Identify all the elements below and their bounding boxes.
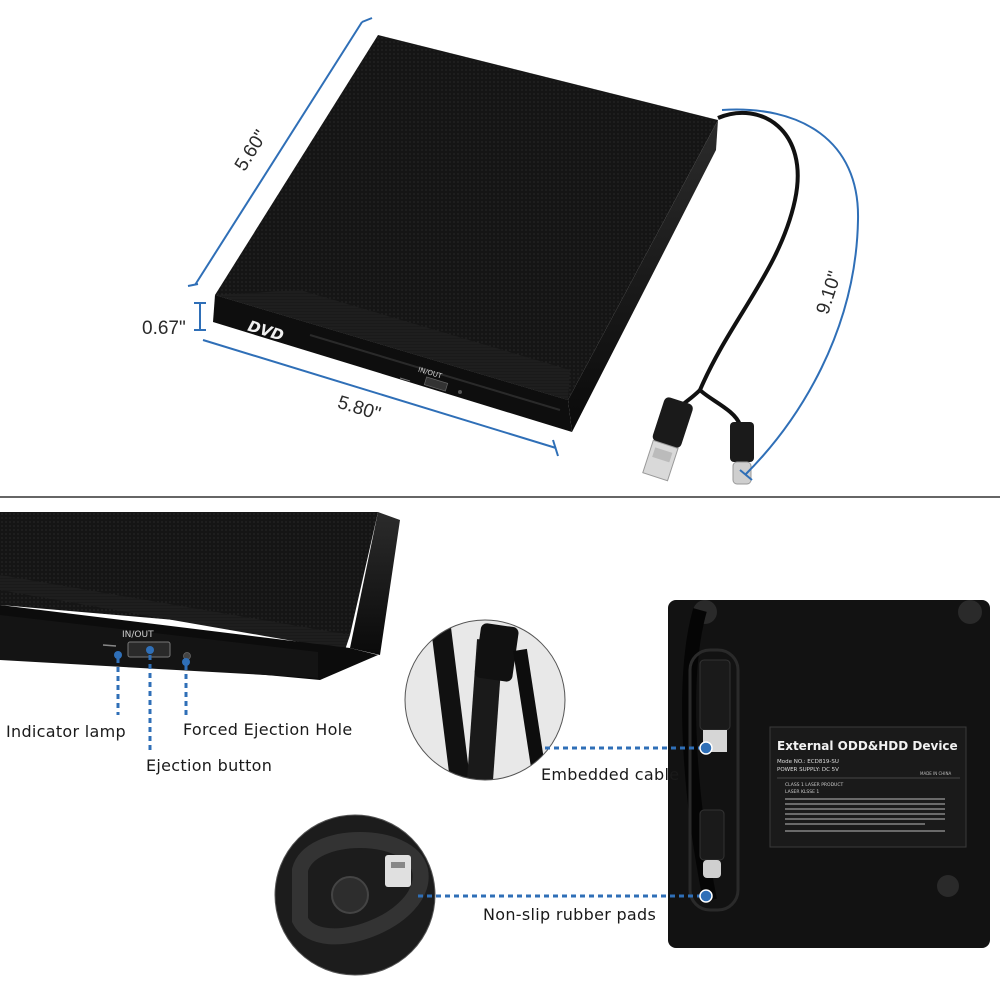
product-sticker — [769, 726, 967, 848]
dimension-lines — [187, 17, 860, 481]
forced-ejection-label: Forced Ejection Hole — [183, 720, 353, 739]
bottom-drive-view: External ODD&HDD Device Mode NO.: ECD819… — [418, 600, 990, 948]
usb-cable — [698, 110, 800, 391]
ejection-button-label: Ejection button — [146, 756, 273, 775]
indicator-lamp-label: Indicator lamp — [6, 722, 126, 741]
rubber-pads-label: Non-slip rubber pads — [483, 905, 657, 924]
rubber-pad-top-right — [958, 600, 982, 624]
cable-zoom-circle — [404, 619, 566, 781]
top-eject-button — [423, 376, 449, 392]
front-button-label: IN/OUT — [122, 630, 154, 640]
sticker-class: CLASS 1 LASER PRODUCT — [785, 782, 843, 788]
sticker-origin: MADE IN CHINA — [920, 771, 951, 776]
sticker-model: Mode NO.: ECD819-SU — [777, 759, 839, 765]
sticker-title: External ODD&HDD Device — [777, 739, 958, 753]
usb-c-plug — [730, 422, 754, 485]
embedded-cable-label: Embedded cable — [541, 765, 680, 784]
sticker-power: POWER SUPPLY: DC 5V — [777, 767, 839, 773]
top-drive-view: DVD IN/OUT — [187, 17, 860, 485]
sticker-laser: LASER KLSSE 1 — [785, 789, 819, 795]
usb-a-plug — [642, 397, 693, 482]
drive-front-face — [213, 295, 572, 432]
rubber-pad-zoom-circle — [274, 814, 436, 976]
height-dimension-label: 0.67" — [142, 318, 186, 339]
rubber-pad-bottom-right — [937, 875, 959, 897]
front-detail-view: IN/OUT — [0, 512, 400, 750]
